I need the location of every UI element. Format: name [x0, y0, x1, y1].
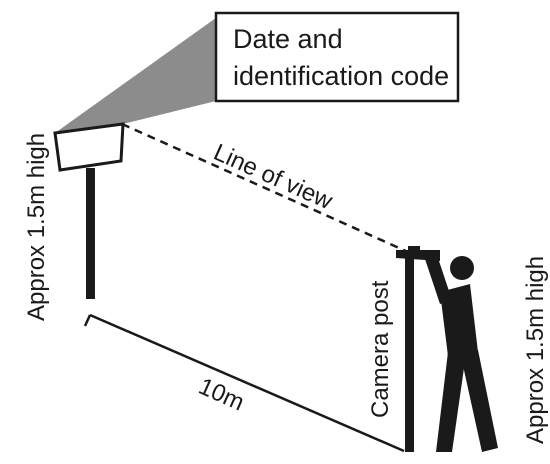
sign-post	[86, 168, 95, 299]
callout-line-2: identification code	[233, 61, 449, 91]
sign-board	[53, 122, 125, 172]
line-of-view-label: Line of view	[210, 139, 337, 215]
camera-post	[405, 252, 414, 452]
callout-box	[214, 11, 460, 103]
line-of-view	[121, 122, 409, 254]
callout-line-1: Date and	[233, 24, 343, 54]
person-height-label: Approx 1.5m high	[522, 256, 549, 444]
distance-tick-left	[83, 314, 92, 327]
distance-line	[89, 313, 405, 453]
callout-beam	[55, 15, 220, 133]
person-icon	[424, 256, 498, 452]
sign-height-label: Approx 1.5m high	[23, 133, 50, 321]
camera-post-label: Camera post	[367, 280, 394, 418]
